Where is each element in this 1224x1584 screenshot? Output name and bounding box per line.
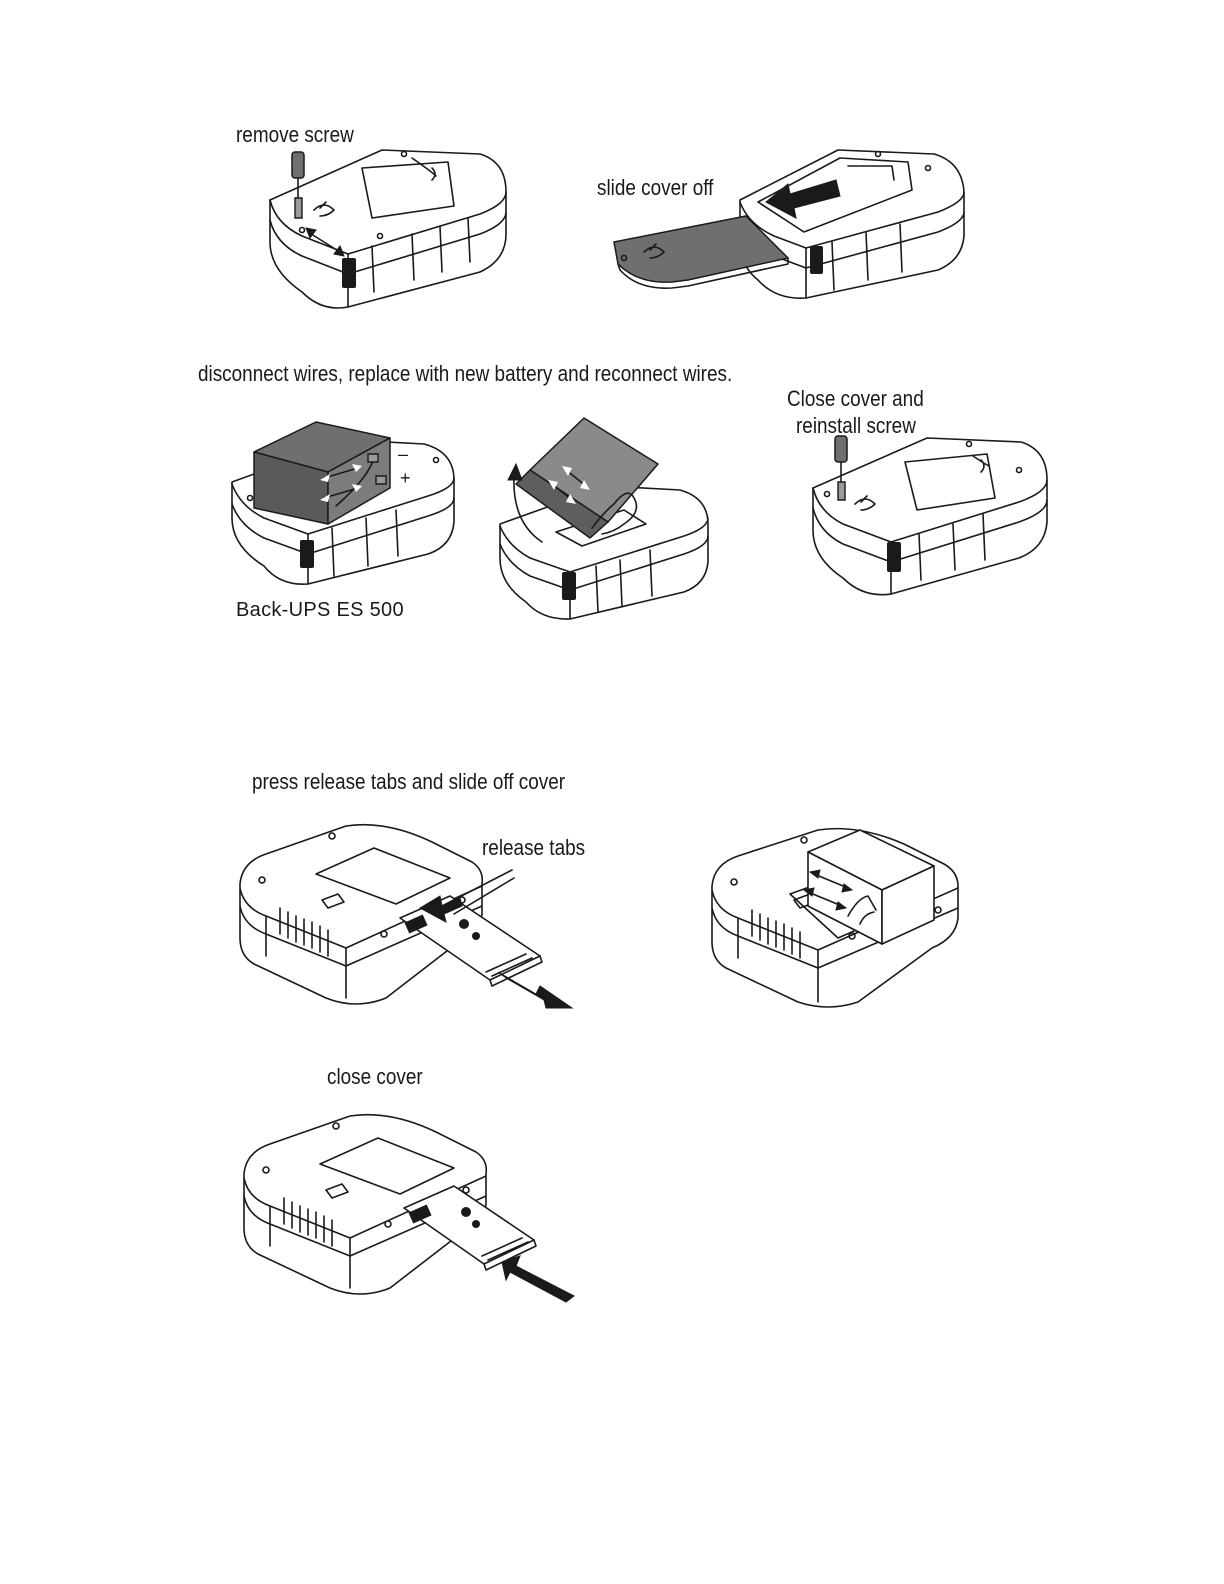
label-recess: [322, 894, 344, 908]
battery: [808, 830, 934, 944]
label-close-cover: close cover: [327, 1064, 423, 1089]
battery: [516, 418, 658, 538]
figure-slide-cover-off: [608, 140, 970, 300]
figure-battery-removed: – +: [228, 418, 460, 588]
connector-port: [887, 542, 901, 572]
battery-cover-panel: [614, 216, 788, 288]
ups-unit: [270, 150, 506, 308]
connector-port: [810, 246, 823, 274]
polarity-minus: –: [398, 444, 408, 464]
ups-unit: [740, 150, 964, 298]
label-close-cover-line2: reinstall screw: [796, 413, 916, 438]
ups-unit: [244, 1115, 486, 1294]
wires: [592, 493, 636, 534]
double-arrow-icon: [804, 870, 852, 910]
screwdriver-icon: [292, 152, 304, 218]
callout-leader-lines: [442, 870, 514, 914]
ups-unit: [813, 438, 1047, 595]
slide-in-arrow-icon: [502, 1256, 574, 1302]
arrow-icon: [766, 180, 840, 218]
vent-slots: [280, 908, 328, 956]
slide-out-arrow-icon: [498, 972, 572, 1008]
battery: [254, 422, 390, 524]
label-replace-battery: disconnect wires, replace with new batte…: [198, 361, 733, 386]
double-arrow-icon: [306, 228, 344, 256]
label-press-release-tabs: press release tabs and slide off cover: [252, 769, 566, 794]
screwdriver-icon: [835, 436, 847, 500]
label-model-name: Back-UPS ES 500: [236, 599, 404, 621]
arrow-icon: [420, 896, 462, 922]
figure-battery-exposed: [708, 826, 964, 1010]
ups-unit: [240, 825, 482, 1004]
label-close-cover-line1: Close cover and: [787, 386, 924, 411]
vent-slots: [752, 910, 800, 958]
connector-port: [562, 572, 576, 600]
label-remove-screw: remove screw: [236, 122, 354, 147]
figure-close-cover-screw: [809, 430, 1049, 598]
double-arrow-icon: [320, 464, 362, 502]
polarity-plus: +: [400, 468, 411, 488]
figure-battery-tilt: [496, 414, 711, 622]
battery-cover-panel: [404, 1186, 536, 1270]
label-recess: [326, 1184, 348, 1198]
label-slide-cover-off: slide cover off: [597, 175, 714, 200]
rotation-arrow-head: [508, 464, 522, 480]
rotation-arrow-icon: [514, 476, 542, 542]
figure-press-release-tabs: [236, 822, 578, 1014]
vent-slots: [284, 1198, 332, 1246]
figure-close-cover: [240, 1110, 580, 1304]
figure-remove-screw: [262, 142, 517, 310]
connector-port: [300, 540, 314, 568]
label-release-tabs-callout: release tabs: [482, 835, 586, 860]
double-arrow-icon: [548, 466, 590, 504]
connector-port: [342, 258, 356, 288]
